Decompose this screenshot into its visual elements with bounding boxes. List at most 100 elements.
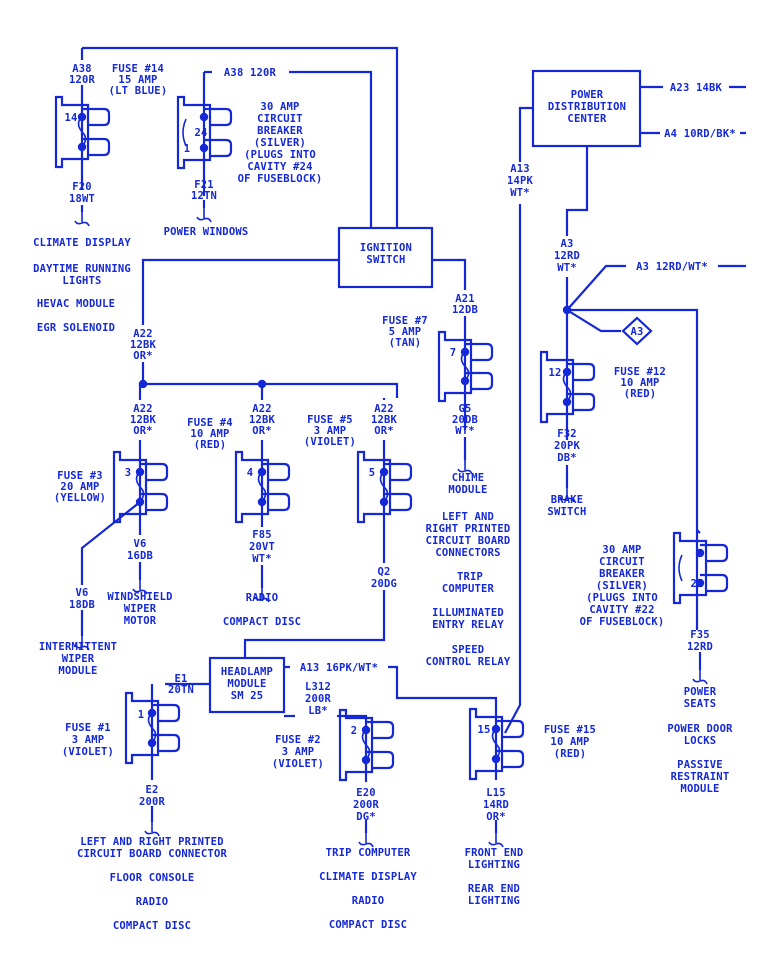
wire-label: 16DB — [127, 550, 153, 562]
wire-label: 12BK — [371, 414, 398, 426]
wire-label: E20 — [356, 787, 376, 799]
load-label: INTERMITTENT — [39, 641, 117, 653]
fuse-14-body — [54, 95, 90, 169]
circuit-breaker-22-blade-terminal — [700, 573, 729, 593]
load-label: FLOOR CONSOLE — [110, 872, 195, 884]
fuse-2-fuse-element — [361, 729, 371, 761]
wire-label: A13 16PK/WT* — [300, 662, 378, 674]
wire-label: LB* — [308, 705, 328, 717]
load-label: ENTRY RELAY — [432, 619, 504, 631]
load-label: CIRCUIT BOARD — [426, 535, 511, 547]
load-label: LEFT AND — [442, 511, 494, 523]
ground-symbol-icon — [144, 820, 160, 837]
a3-splice — [562, 305, 572, 315]
wire-label: 120R — [69, 74, 96, 86]
wire-label: OR* — [486, 811, 506, 823]
wire-label: A22 — [133, 403, 153, 415]
load-label: BRAKE — [551, 494, 584, 506]
breaker-number: 24 — [194, 127, 207, 139]
wire-label: A38 — [72, 63, 92, 75]
fuse-number: 15 — [477, 724, 490, 736]
fuse-14-terminal — [77, 112, 87, 122]
fuse-rating-label: (VIOLET) — [272, 758, 324, 770]
wire-label: OR* — [133, 350, 153, 362]
breaker-rating-label: 30 AMP — [260, 101, 299, 113]
load-label: DAYTIME RUNNING — [33, 263, 131, 275]
load-label: REAR END — [468, 883, 520, 895]
fuse-rating-label: 15 AMP — [118, 74, 157, 86]
circuit-breaker-24-blade-terminal — [204, 107, 233, 127]
fuse-14-blade-terminal — [82, 137, 111, 157]
fuse-5-body — [356, 450, 392, 524]
fuse-5-terminal — [379, 497, 389, 507]
fuse-15-fuse-element — [491, 728, 501, 760]
load-label: CONTROL RELAY — [426, 656, 511, 668]
fuse-rating-label: 3 AMP — [314, 425, 347, 437]
circuit-breaker-24-terminal — [199, 112, 209, 122]
circuit-breaker-24-blade-terminal — [204, 138, 233, 158]
load-label: WINDSHIELD — [107, 591, 172, 603]
load-label: HEVAC MODULE — [37, 298, 115, 310]
load-label: COMPACT DISC — [113, 920, 191, 932]
load-label: CHIME — [452, 472, 485, 484]
wire-label: 200R — [305, 693, 332, 705]
wire-label: A13 — [510, 163, 530, 175]
pdc-label: POWER — [571, 89, 604, 101]
fuse-12-terminal — [562, 397, 572, 407]
wire-e1-fuse1 — [150, 682, 210, 780]
fuse-7-fuse-element — [460, 351, 470, 382]
fuse-2-blade-terminal — [366, 720, 395, 740]
fuse-7-blade-terminal — [465, 371, 494, 391]
fuse-14-blade-terminal — [82, 107, 111, 127]
load-label: PASSIVE — [677, 759, 723, 771]
ground-symbol-icon — [74, 634, 90, 651]
fuse-1-blade-terminal — [152, 703, 181, 723]
wire-label: WT* — [252, 553, 272, 565]
fuse-number: 12 — [548, 367, 561, 379]
wire-label: 20DG — [371, 578, 397, 590]
fuse-4-blade-terminal — [262, 492, 291, 512]
wire-label: DB* — [557, 452, 577, 464]
load-label: ILLUMINATED — [432, 607, 504, 619]
load-label: COMPACT DISC — [223, 616, 301, 628]
load-label: LEFT AND RIGHT PRINTED — [80, 836, 223, 848]
breaker-rating-label: OF FUSEBLOCK) — [580, 616, 665, 628]
fuse-3-body — [112, 450, 148, 524]
fuse-4-body — [234, 450, 270, 524]
wire-label: A22 — [252, 403, 272, 415]
wire-label: 12TN — [191, 190, 217, 202]
fuse-rating-label: (RED) — [624, 388, 657, 400]
load-label: TRIP — [457, 571, 483, 583]
fuse-rating-label: 5 AMP — [389, 326, 422, 338]
fuse-rating-label: 3 AMP — [282, 746, 315, 758]
fuse-number: 4 — [247, 467, 254, 479]
load-label: WIPER — [62, 653, 95, 665]
fuse-rating-label: (VIOLET) — [62, 746, 114, 758]
load-label: CLIMATE DISPLAY — [319, 871, 417, 883]
wire-a38-120r — [204, 70, 373, 228]
wire-label: A3 — [560, 238, 573, 250]
load-label: LIGHTING — [468, 859, 520, 871]
fuse-7-blade-terminal — [465, 342, 494, 362]
load-label: CONNECTORS — [435, 547, 500, 559]
ground-symbol-icon — [196, 206, 212, 223]
fuse-4-blade-terminal — [262, 462, 291, 482]
fuse-5-fuse-element — [379, 471, 389, 503]
load-label: WIPER — [124, 603, 157, 615]
fuse-12-blade-terminal — [567, 392, 596, 412]
fuse-2-terminal — [361, 725, 371, 735]
wire-label: 18WT — [69, 193, 95, 205]
breaker-rating-label: (SILVER) — [254, 137, 306, 149]
circuit-breaker-24-body — [176, 95, 212, 170]
fuse-rating-label: (LT BLUE) — [109, 85, 168, 97]
headlamp-module-label: SM 25 — [231, 690, 264, 702]
wire-a3-connector — [566, 309, 621, 333]
wire-label: 12BK — [249, 414, 276, 426]
load-label: POWER — [684, 686, 717, 698]
ground-symbol-icon — [488, 831, 504, 848]
fuse-number: 14 — [64, 112, 77, 124]
wire-a3-branch — [566, 264, 746, 311]
breaker-rating-label: CAVITY #24 — [247, 161, 312, 173]
fuse-1-blade-terminal — [152, 733, 181, 753]
